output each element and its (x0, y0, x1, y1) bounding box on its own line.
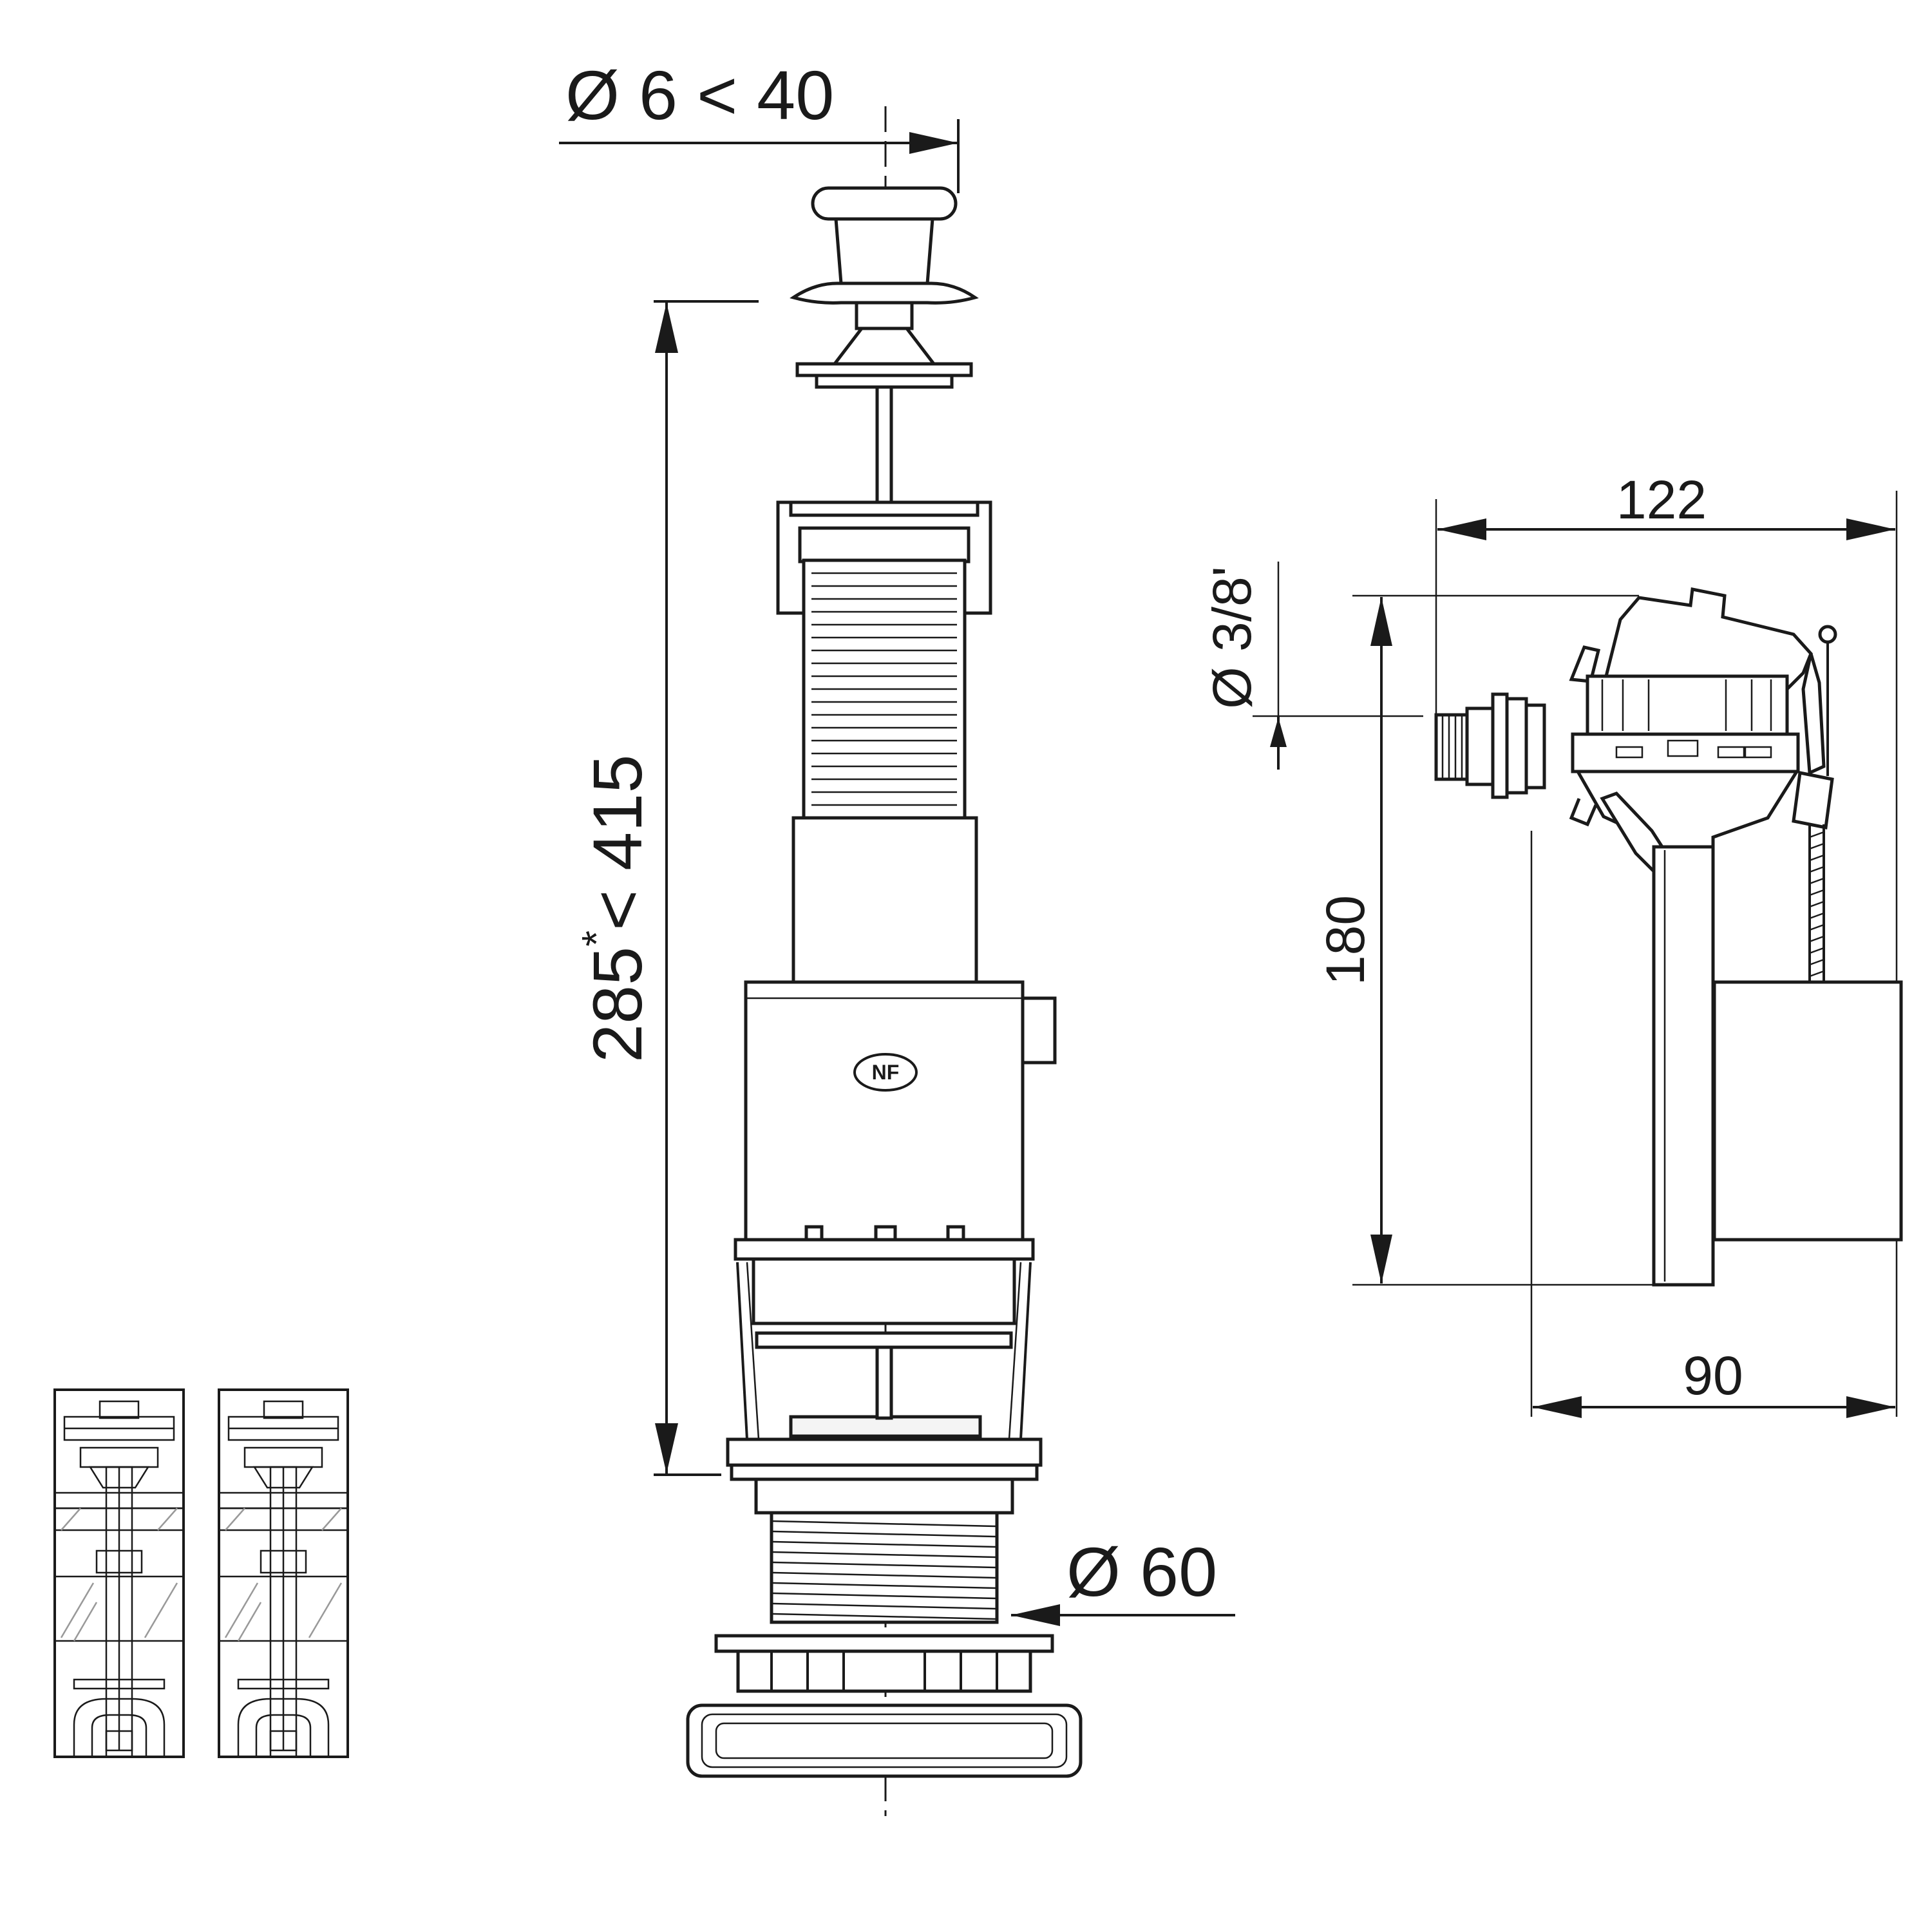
dimension-outlet: Ø 60 (1011, 1533, 1235, 1626)
fill-valve-drawing (1434, 587, 1903, 1287)
fill-valve-base-label: 90 (1683, 1345, 1743, 1406)
dimension-inlet-thread: Ø 3/8' (1202, 562, 1423, 770)
fill-valve-width-label: 122 (1616, 469, 1707, 530)
mounting-detail-left (53, 1388, 185, 1758)
fill-valve-height-label: 180 (1315, 895, 1376, 985)
valve-height-star: * (573, 931, 620, 947)
outlet-thread (754, 1477, 1014, 1624)
valve-height-max: < 415 (578, 755, 656, 931)
dimension-fill-base: 90 (1530, 831, 1898, 1418)
valve-body: NF (744, 980, 1057, 1242)
bellows-ridges (811, 572, 957, 806)
dimension-push-button: Ø 6 < 40 (559, 56, 960, 193)
push-button (790, 186, 979, 389)
push-button-diameter-label: Ø 6 < 40 (565, 56, 834, 134)
svg-text:285*< 415: 285*< 415 (573, 755, 656, 1063)
inlet-thread-label: Ø 3/8' (1202, 566, 1262, 708)
valve-height-min: 285 (578, 947, 656, 1063)
nf-logo (853, 1053, 918, 1092)
lock-nut (714, 1634, 1054, 1693)
actuator-rod (875, 385, 893, 505)
dimension-fill-width: 122 (1435, 469, 1898, 982)
mounting-detail-right (218, 1388, 349, 1758)
float-cage (726, 1225, 1043, 1481)
dimension-fill-height: 180 (1315, 594, 1655, 1286)
float-cup (1712, 980, 1903, 1242)
telescopic-column (776, 500, 992, 984)
nf-logo-text: NF (872, 1061, 900, 1084)
base-seal (686, 1703, 1083, 1778)
flush-valve-drawing: NF (686, 106, 1083, 1816)
outlet-diameter-label: Ø 60 (1066, 1533, 1217, 1611)
dimension-valve-height: 285*< 415 (573, 300, 759, 1476)
